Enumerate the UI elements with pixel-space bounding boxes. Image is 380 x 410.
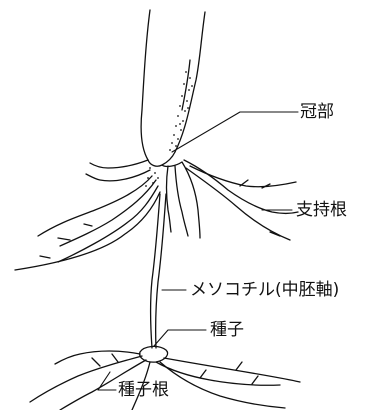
brace-roots-right: [167, 160, 299, 240]
label-brace-root: 支持根: [296, 202, 347, 219]
brace-roots-left: [15, 160, 160, 270]
seed: [140, 346, 168, 362]
mesocotyl: [151, 194, 167, 348]
label-crown: 冠部: [300, 104, 334, 121]
label-mesocotyl: メソコチル(中胚軸): [190, 282, 339, 299]
crown: [148, 152, 182, 166]
label-seed: 種子: [210, 322, 244, 339]
leader-lines: [98, 112, 298, 390]
stem: [141, 10, 205, 160]
label-seminal-root: 種子根: [118, 382, 169, 399]
